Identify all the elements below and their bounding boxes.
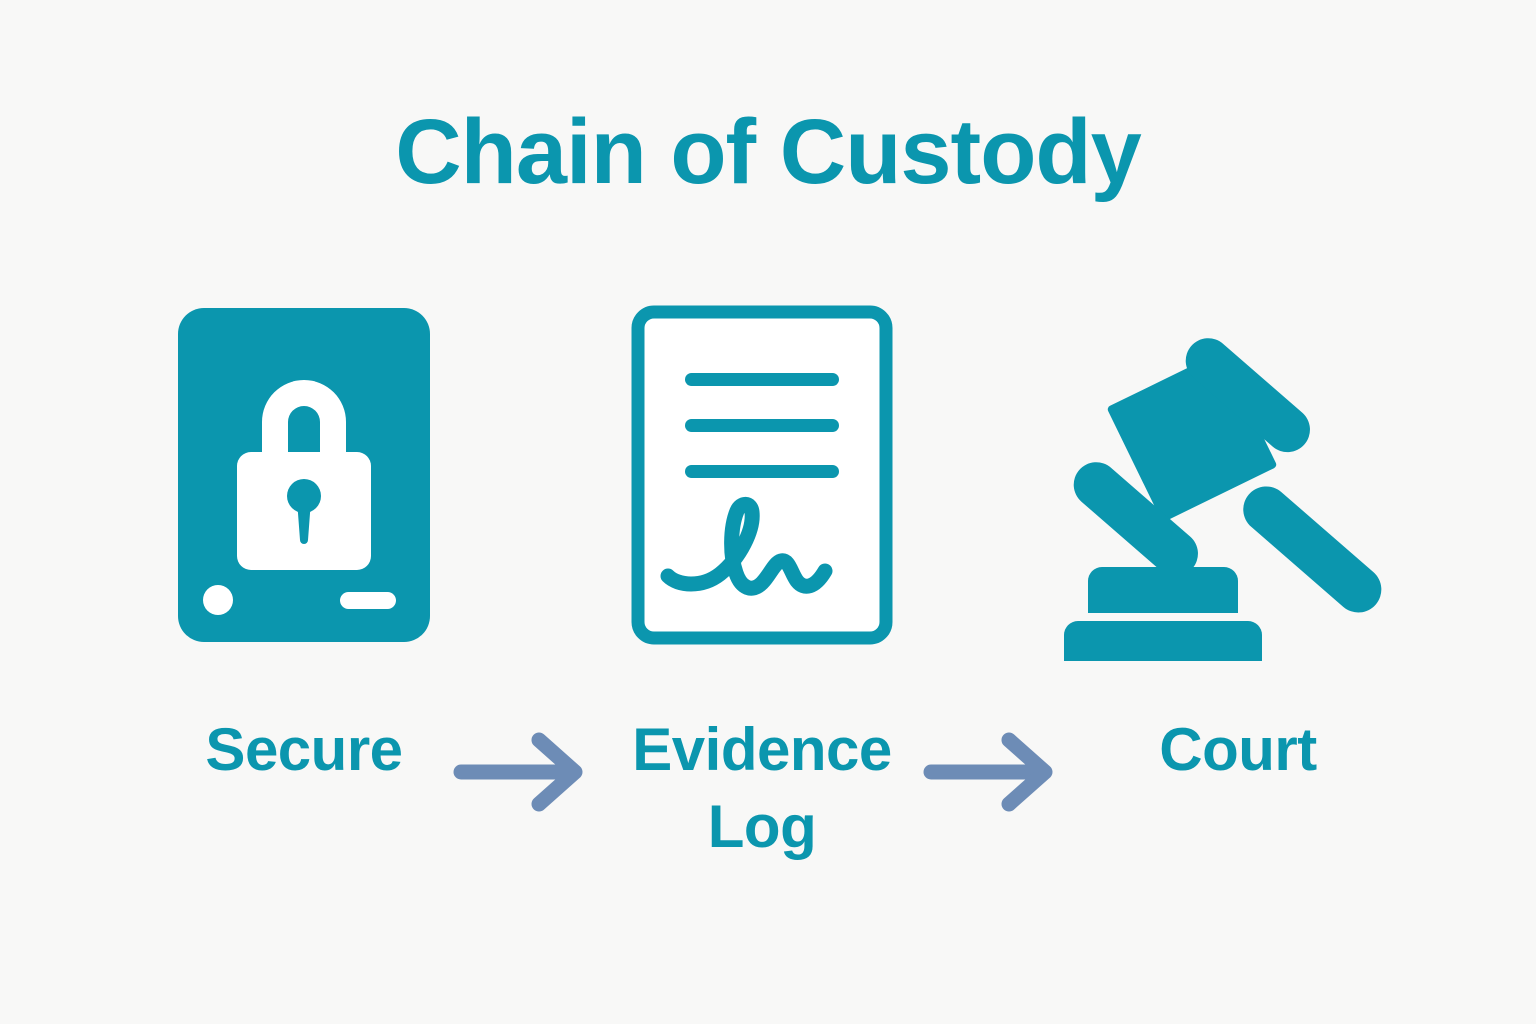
step-label-evidence-log: Evidence Log — [632, 716, 892, 860]
signed-document-icon — [582, 290, 942, 660]
step-label-court: Court — [1159, 716, 1317, 783]
gavel-icon — [1058, 290, 1418, 661]
lock-icon — [124, 290, 484, 660]
flow-step-court[interactable] — [1058, 290, 1418, 661]
arrow-right-icon — [453, 732, 595, 812]
step-label-secure: Secure — [205, 716, 403, 783]
flow-step-evidence-log[interactable] — [582, 290, 942, 660]
process-flow — [0, 290, 1536, 812]
page-title: Chain of Custody — [395, 101, 1142, 203]
flow-step-secure[interactable] — [124, 290, 484, 660]
arrow-right-icon — [923, 732, 1065, 812]
